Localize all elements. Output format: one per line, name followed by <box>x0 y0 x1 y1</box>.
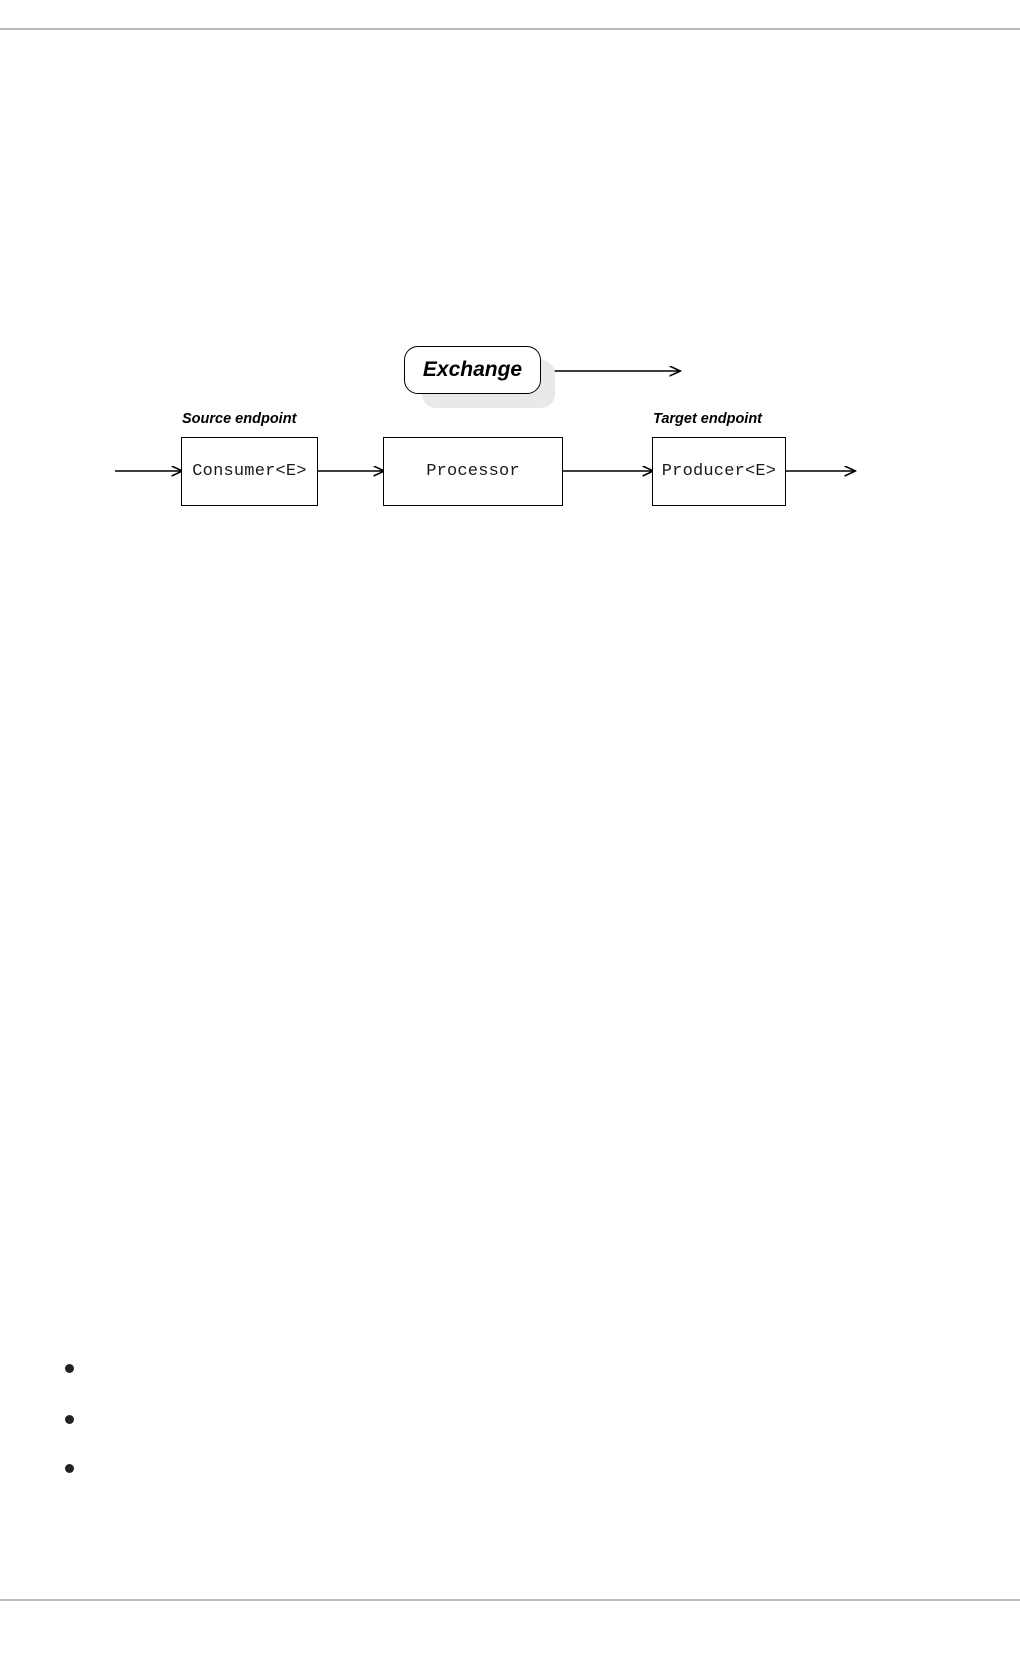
list-item-bullet <box>65 1464 74 1473</box>
producer-node-label: Producer<E> <box>661 462 777 481</box>
target-endpoint-caption: Target endpoint <box>653 411 763 427</box>
pipeline-diagram: Exchange Source endpoint Target endpoint… <box>0 0 1020 560</box>
exchange-node[interactable]: Exchange <box>404 346 541 394</box>
page-top-rule <box>0 28 1020 30</box>
processor-node[interactable]: Processor <box>383 437 563 506</box>
list-item-bullet <box>65 1364 74 1373</box>
source-endpoint-caption: Source endpoint <box>182 411 297 427</box>
exchange-node-label: Exchange <box>422 358 523 381</box>
producer-node[interactable]: Producer<E> <box>652 437 786 506</box>
page-bottom-rule <box>0 1599 1020 1601</box>
consumer-node[interactable]: Consumer<E> <box>181 437 318 506</box>
list-item-bullet <box>65 1415 74 1424</box>
processor-node-label: Processor <box>426 462 520 481</box>
consumer-node-label: Consumer<E> <box>192 462 307 481</box>
